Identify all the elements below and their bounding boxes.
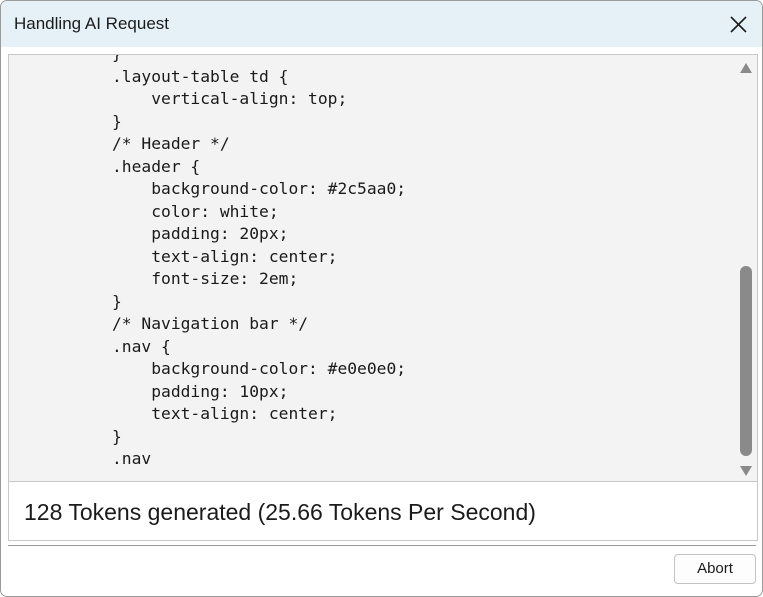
scroll-up-button[interactable] [739, 61, 753, 73]
scroll-down-button[interactable] [739, 464, 753, 476]
scroll-up-arrow-icon [740, 63, 752, 73]
abort-button[interactable]: Abort [674, 554, 756, 584]
close-button[interactable] [716, 1, 762, 47]
status-panel: 128 Tokens generated (25.66 Tokens Per S… [8, 482, 758, 541]
token-status-text: 128 Tokens generated (25.66 Tokens Per S… [24, 499, 536, 525]
code-output-panel[interactable]: } .layout-table td { vertical-align: top… [8, 54, 758, 482]
close-icon [730, 16, 747, 33]
code-text: } .layout-table td { vertical-align: top… [112, 55, 407, 468]
scroll-down-arrow-icon [740, 466, 752, 476]
footer-divider [8, 545, 756, 546]
window-title: Handling AI Request [14, 14, 169, 33]
scroll-thumb[interactable] [740, 266, 752, 456]
title-bar: Handling AI Request [1, 1, 762, 47]
vertical-scrollbar[interactable] [735, 55, 757, 481]
